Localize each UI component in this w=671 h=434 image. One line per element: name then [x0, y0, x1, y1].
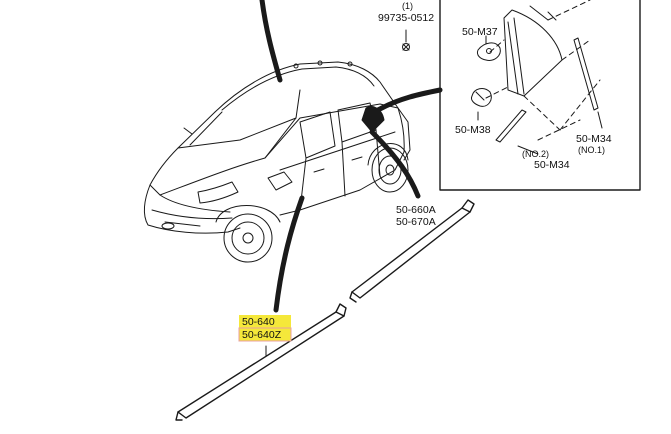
note-no2-label: (NO.2) [522, 149, 549, 159]
guide-lines [485, 0, 601, 141]
car-illustration [143, 60, 411, 263]
bolt-icon [402, 29, 410, 51]
part-m38-label: 50-M38 [455, 124, 491, 136]
part-660a-label: 50-660A [396, 204, 436, 216]
note-no1-label: (NO.1) [578, 145, 605, 155]
strip-m34-no1-icon [573, 37, 599, 111]
strip-m34-no2-icon [495, 109, 527, 143]
part-640z-label: 50-640Z [242, 329, 282, 341]
clip-m37-icon [477, 42, 501, 61]
quarter-glass-icon [503, 5, 563, 97]
highlight-50-640z [239, 328, 291, 341]
leader-lines [259, 0, 443, 313]
part-99735-label: 99735-0512 [378, 12, 434, 24]
highlight-border [238, 327, 292, 342]
part-670a-label: 50-670A [396, 216, 436, 228]
clip-m38-icon [471, 88, 492, 107]
part-m34-no2-label: 50-M34 [534, 159, 570, 171]
callout-1-label: (1) [402, 1, 413, 11]
part-m34-no1-label: 50-M34 [576, 133, 612, 145]
detail-box [402, 0, 641, 191]
moldings [175, 199, 475, 421]
highlight-50-640 [239, 315, 291, 328]
part-m37-label: 50-M37 [462, 26, 498, 38]
part-640-label: 50-640 [242, 316, 275, 328]
